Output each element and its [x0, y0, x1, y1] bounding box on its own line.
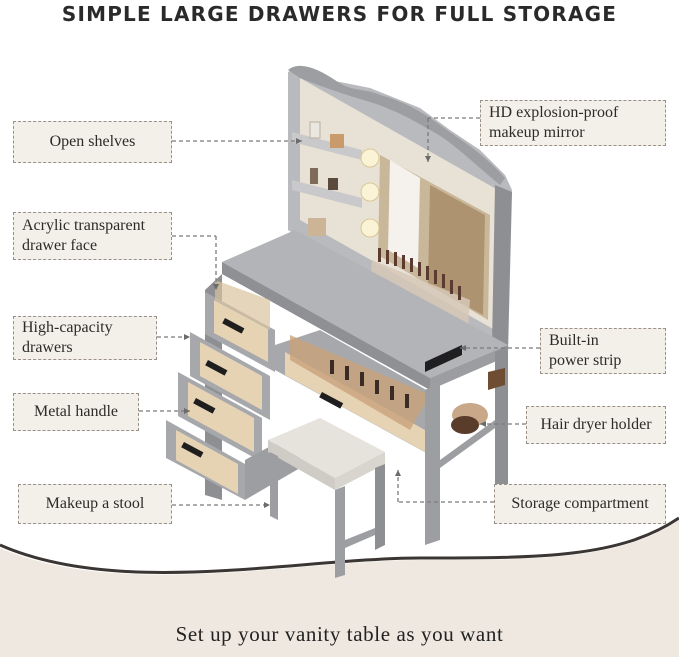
label-makeup-stool: Makeup a stool [18, 484, 172, 524]
drawer-cabinet [166, 274, 300, 500]
center-drawer [275, 330, 462, 455]
label-hd-mirror: HD explosion-proof makeup mirror [480, 100, 666, 146]
label-acrylic-drawer-face: Acrylic transparent drawer face [13, 212, 172, 260]
tagline: Set up your vanity table as you want [175, 622, 504, 646]
hutch [288, 65, 512, 352]
stool [268, 418, 385, 578]
label-power-strip: Built-in power strip [540, 328, 666, 374]
label-hair-dryer-holder: Hair dryer holder [526, 406, 666, 444]
label-open-shelves: Open shelves [13, 121, 172, 163]
label-metal-handle: Metal handle [13, 393, 139, 431]
bottom-band [0, 520, 679, 657]
headline: SIMPLE LARGE DRAWERS FOR FULL STORAGE [61, 2, 618, 26]
label-storage-compartment: Storage compartment [494, 484, 666, 524]
leg-front [425, 382, 440, 545]
leader-lines [139, 117, 540, 506]
label-high-capacity-drawers: High-capacity drawers [13, 316, 157, 360]
desk-top [222, 230, 508, 378]
bottom-curve [0, 516, 679, 574]
